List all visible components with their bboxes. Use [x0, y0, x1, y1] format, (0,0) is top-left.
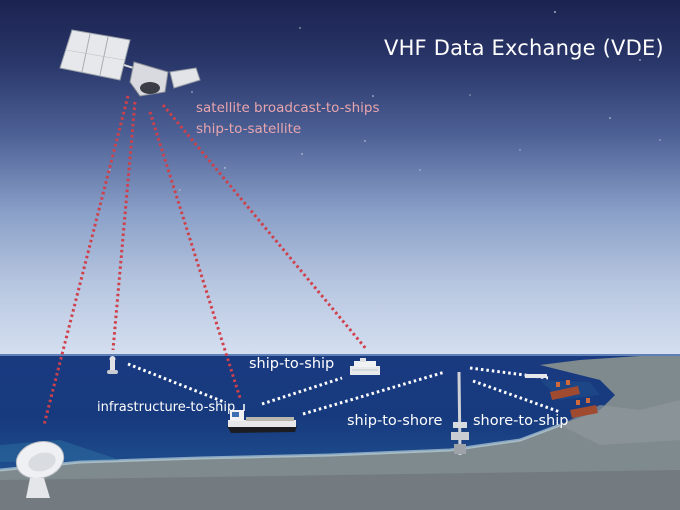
buoy-icon [107, 356, 118, 374]
satellite-icon [59, 29, 201, 97]
link-tower-ships [472, 379, 561, 414]
passenger-ferry-icon [350, 358, 380, 375]
stars [109, 11, 661, 191]
terrestrial-links [127, 362, 561, 416]
link-ship-ferry [261, 376, 343, 406]
shore-tower-icon [451, 371, 469, 456]
link-satellite-ferry [161, 104, 369, 351]
port-ships-icon [525, 374, 598, 418]
label-satellite-broadcast-to-ships: satellite broadcast-to-ships [196, 100, 380, 116]
link-tower-port [469, 366, 549, 380]
coastline-land [0, 356, 680, 510]
horizon-line [0, 354, 680, 356]
label-ship-to-satellite: ship-to-satellite [196, 121, 302, 137]
ground-station-dish-icon [15, 441, 65, 498]
link-satellite-cargo-ship [148, 111, 242, 399]
label-shore-to-ship: shore-to-ship [473, 413, 569, 429]
label-ship-to-ship: ship-to-ship [249, 356, 335, 372]
diagram-title: VHF Data Exchange (VDE) [384, 36, 664, 60]
link-ship-shore [302, 370, 446, 416]
link-buoy-ship [127, 362, 225, 404]
satellite-links [42, 95, 369, 426]
link-satellite-ground-station [42, 95, 130, 426]
label-ship-to-shore: ship-to-shore [347, 413, 443, 429]
cargo-ship-icon [227, 404, 297, 433]
label-infrastructure-to-ship: infrastructure-to-ship [97, 400, 236, 415]
